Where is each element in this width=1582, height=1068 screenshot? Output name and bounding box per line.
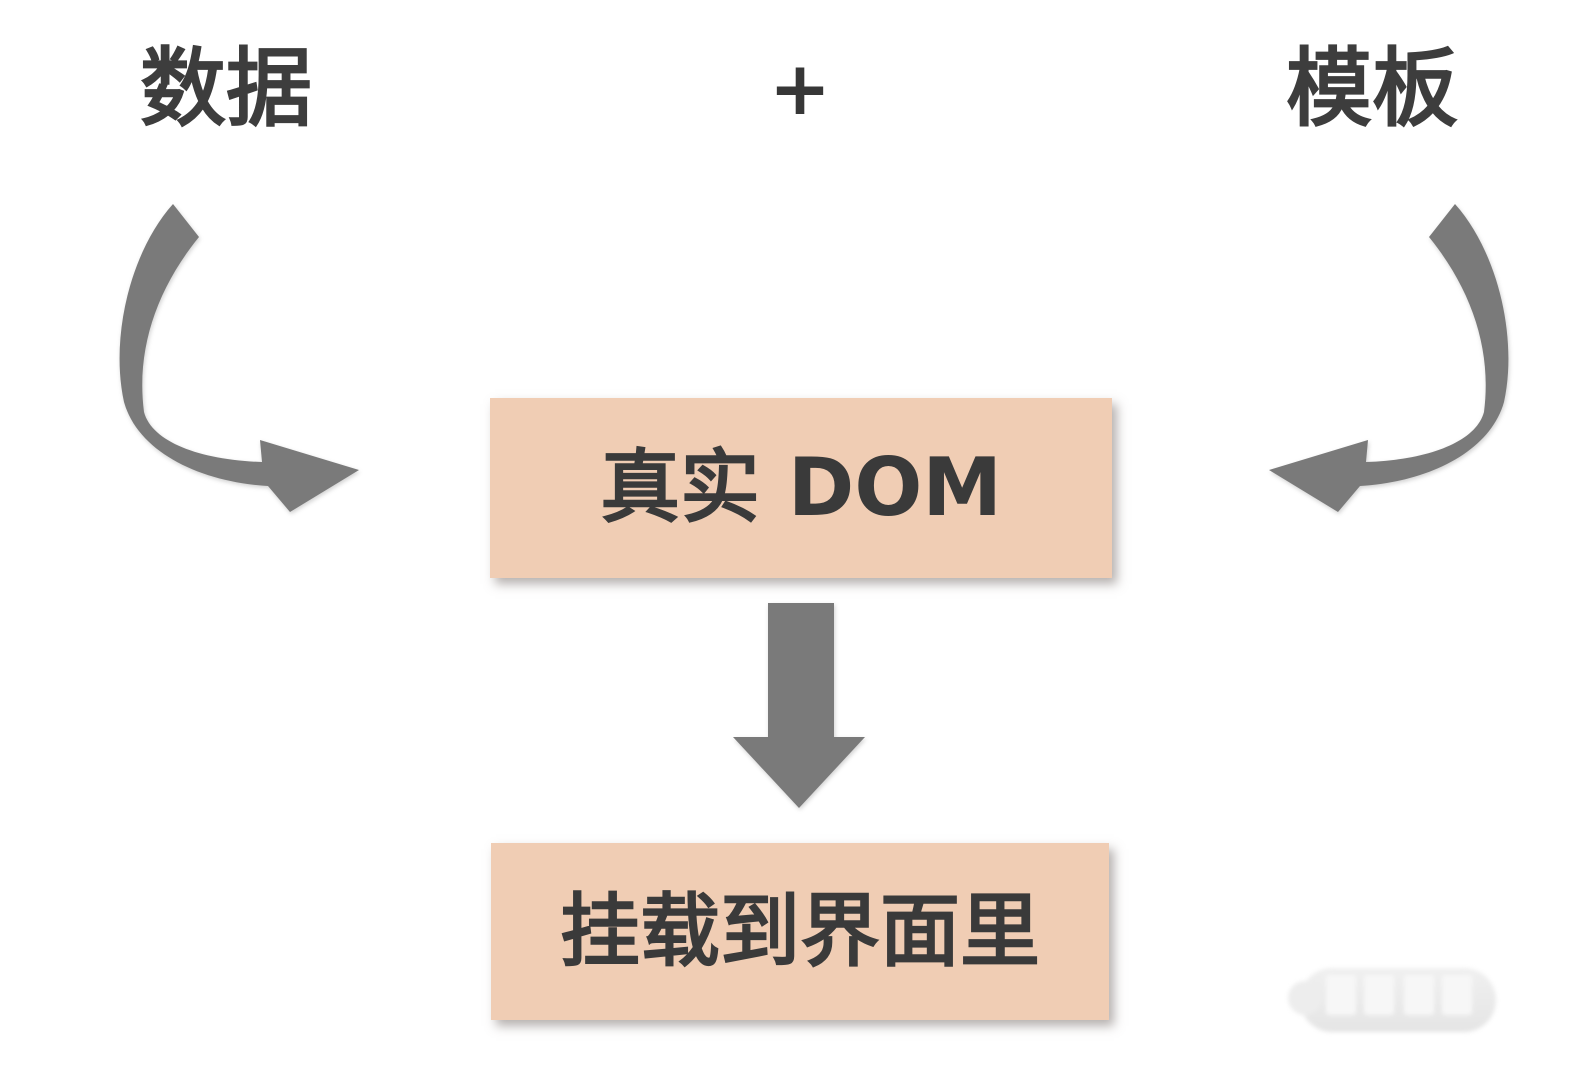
- plus-operator: +: [768, 46, 831, 132]
- curved-arrow-left-icon: [119, 204, 359, 512]
- watermark-segment: [1326, 975, 1356, 1015]
- curved-arrow-right-icon: [1269, 204, 1509, 512]
- mount-box: 挂载到界面里: [491, 843, 1109, 1020]
- watermark-segment: [1404, 975, 1434, 1015]
- data-label: 数据: [140, 39, 312, 139]
- watermark-segment: [1364, 975, 1394, 1015]
- real-dom-box-label: 真实 DOM: [600, 441, 1002, 534]
- watermark-stamp: [1288, 968, 1496, 1032]
- template-label: 模板: [1286, 39, 1458, 139]
- real-dom-box: 真实 DOM: [490, 398, 1112, 578]
- watermark-segment: [1442, 975, 1472, 1015]
- mount-box-label: 挂载到界面里: [560, 884, 1040, 978]
- down-arrow-icon: [733, 603, 865, 808]
